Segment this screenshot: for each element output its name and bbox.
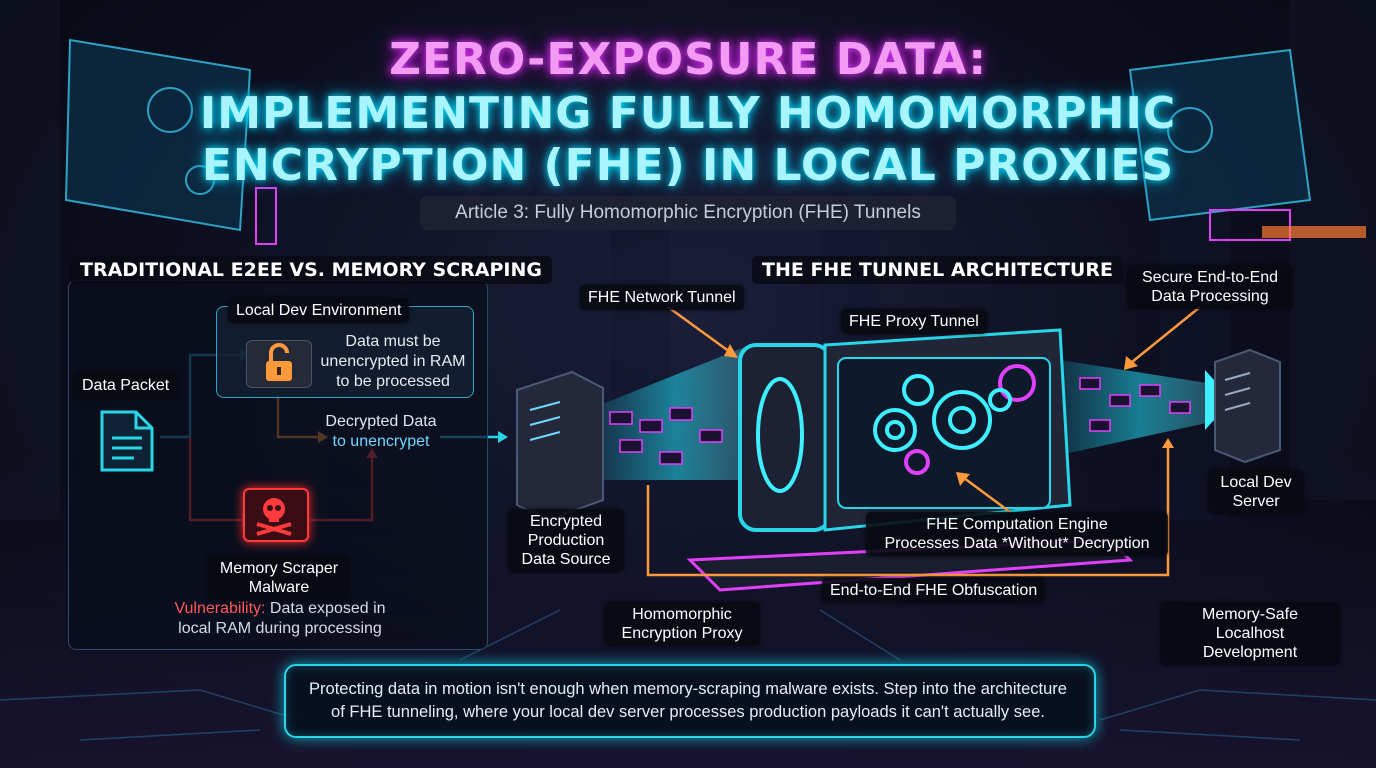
vulnerability-note: Vulnerability: Data exposed in local RAM…	[174, 600, 386, 637]
right-section-title: THE FHE TUNNEL ARCHITECTURE	[752, 256, 1123, 284]
data-packets-out	[1079, 377, 1191, 432]
right-hologram-screen	[1128, 48, 1312, 222]
title-line-3: ENCRYPTION (FHE) IN LOCAL PROXIES	[201, 140, 1175, 191]
gear-icons	[873, 364, 1036, 475]
encrypted-source-label: Encrypted Production Data Source	[508, 509, 624, 572]
data-packets-in	[609, 407, 723, 465]
left-hologram-screen	[64, 38, 252, 232]
title-line-1: ZERO-EXPOSURE DATA:	[389, 34, 987, 85]
unlocked-padlock-icon	[246, 340, 312, 388]
local-server-icon	[1214, 348, 1281, 464]
title-line-2: IMPLEMENTING FULLY HOMOMORPHIC	[199, 88, 1177, 139]
subtitle: Article 3: Fully Homomorphic Encryption …	[420, 196, 956, 230]
skull-crossbones-icon	[243, 488, 309, 542]
decrypted-data-label: Decrypted Data to unencrypet	[325, 413, 437, 450]
memory-safe-label: Memory-Safe Localhost Development	[1160, 602, 1340, 665]
local-dev-server-label: Local Dev Server	[1208, 470, 1304, 514]
fhe-obfuscation-label: End-to-End FHE Obfuscation	[822, 578, 1046, 603]
env-note: Data must be unencrypted in RAM to be pr…	[320, 333, 466, 390]
fhe-proxy-machine	[686, 328, 1134, 592]
env-label: Local Dev Environment	[228, 298, 410, 323]
document-icon	[100, 410, 154, 472]
data-packet-label: Data Packet	[74, 373, 178, 398]
neon-signs	[255, 187, 1366, 245]
fhe-engine-label: FHE Computation Engine Processes Data *W…	[866, 512, 1168, 556]
fhe-proxy-tunnel-label: FHE Proxy Tunnel	[841, 309, 987, 334]
left-section-title: TRADITIONAL E2EE VS. MEMORY SCRAPING	[70, 256, 553, 284]
summary-box	[284, 664, 1096, 738]
summary-text: Protecting data in motion isn't enough w…	[309, 680, 1067, 721]
source-server-icon	[516, 370, 604, 522]
malware-label: Memory Scraper Malware	[208, 556, 350, 600]
fhe-network-tunnel-label: FHE Network Tunnel	[580, 285, 744, 310]
homomorphic-proxy-label: Homomorphic Encryption Proxy	[604, 602, 760, 646]
secure-processing-label: Secure End-to-End Data Processing	[1127, 265, 1293, 309]
circuit-traces	[0, 609, 1376, 741]
